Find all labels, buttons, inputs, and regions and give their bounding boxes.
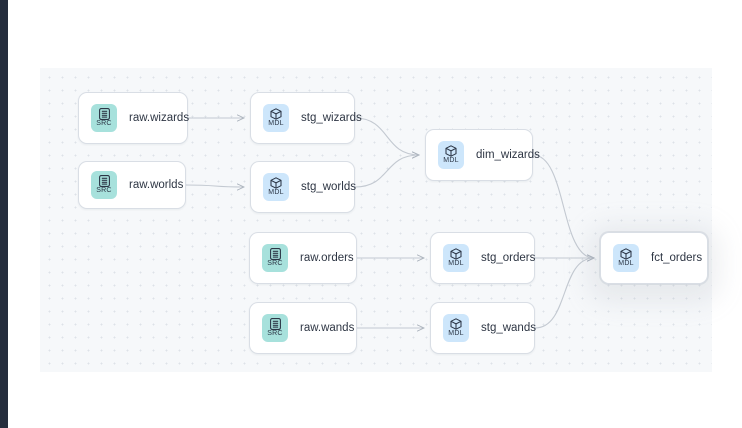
- badge-kind-label: MDL: [448, 330, 464, 337]
- edge-dim_wizards-to-fct_orders: [532, 154, 594, 258]
- node-label: raw.worlds: [129, 179, 184, 191]
- database-icon: [98, 175, 110, 187]
- badge-kind-label: MDL: [268, 189, 284, 196]
- node-raw_worlds[interactable]: SRC raw.worlds: [78, 161, 186, 209]
- database-icon: [269, 248, 281, 260]
- node-label: fct_orders: [651, 252, 703, 264]
- source-badge: SRC: [91, 171, 117, 199]
- node-stg_orders[interactable]: MDL stg_orders: [430, 232, 535, 284]
- node-label: stg_worlds: [301, 181, 356, 193]
- node-label: stg_orders: [481, 252, 536, 264]
- source-badge: SRC: [91, 104, 117, 132]
- node-stg_wizards[interactable]: MDL stg_wizards: [250, 92, 362, 144]
- node-stg_wands[interactable]: MDL stg_wands: [430, 302, 536, 354]
- node-label: raw.orders: [300, 252, 354, 264]
- source-badge: SRC: [262, 244, 288, 272]
- node-fct_orders[interactable]: MDL fct_orders: [600, 232, 708, 284]
- model-badge: MDL: [263, 104, 289, 132]
- model-badge: MDL: [263, 173, 289, 201]
- badge-kind-label: MDL: [618, 260, 634, 267]
- source-badge: SRC: [262, 314, 288, 342]
- node-dim_wizards[interactable]: MDL dim_wizards: [425, 129, 540, 181]
- node-label: raw.wands: [300, 322, 355, 334]
- app-rail: [0, 0, 8, 428]
- badge-kind-label: SRC: [267, 330, 283, 337]
- cube-icon: [620, 248, 632, 260]
- cube-icon: [445, 145, 457, 157]
- node-label: stg_wands: [481, 322, 536, 334]
- cube-icon: [270, 177, 282, 189]
- cube-icon: [270, 108, 282, 120]
- badge-kind-label: SRC: [96, 120, 112, 127]
- edge-stg_wands-to-fct_orders: [534, 258, 594, 329]
- model-badge: MDL: [443, 314, 469, 342]
- edge-stg_worlds-to-dim_wizards: [354, 155, 419, 188]
- database-icon: [269, 318, 281, 330]
- cube-icon: [450, 318, 462, 330]
- node-stg_worlds[interactable]: MDL stg_worlds: [250, 161, 356, 213]
- badge-kind-label: SRC: [267, 260, 283, 267]
- node-label: dim_wizards: [476, 149, 540, 161]
- badge-kind-label: MDL: [443, 157, 459, 164]
- node-label: stg_wizards: [301, 112, 362, 124]
- model-badge: MDL: [613, 244, 639, 272]
- badge-kind-label: MDL: [448, 260, 464, 267]
- model-badge: MDL: [438, 141, 464, 169]
- cube-icon: [450, 248, 462, 260]
- edge-raw_worlds-to-stg_worlds: [185, 185, 244, 187]
- node-raw_wizards[interactable]: SRC raw.wizards: [78, 92, 190, 144]
- model-badge: MDL: [443, 244, 469, 272]
- database-icon: [98, 108, 110, 120]
- badge-kind-label: SRC: [96, 187, 112, 194]
- node-raw_wands[interactable]: SRC raw.wands: [249, 302, 357, 354]
- node-label: raw.wizards: [129, 112, 190, 124]
- node-raw_orders[interactable]: SRC raw.orders: [249, 232, 357, 284]
- edge-stg_wizards-to-dim_wizards: [354, 117, 419, 155]
- badge-kind-label: MDL: [268, 120, 284, 127]
